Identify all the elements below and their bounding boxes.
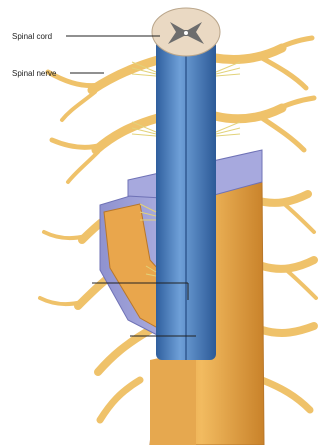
spinal-cord-label: Spinal cord: [12, 32, 52, 41]
spinal-nerve-label: Spinal nerve: [12, 69, 56, 78]
nerve-root-bundle: [150, 350, 196, 445]
